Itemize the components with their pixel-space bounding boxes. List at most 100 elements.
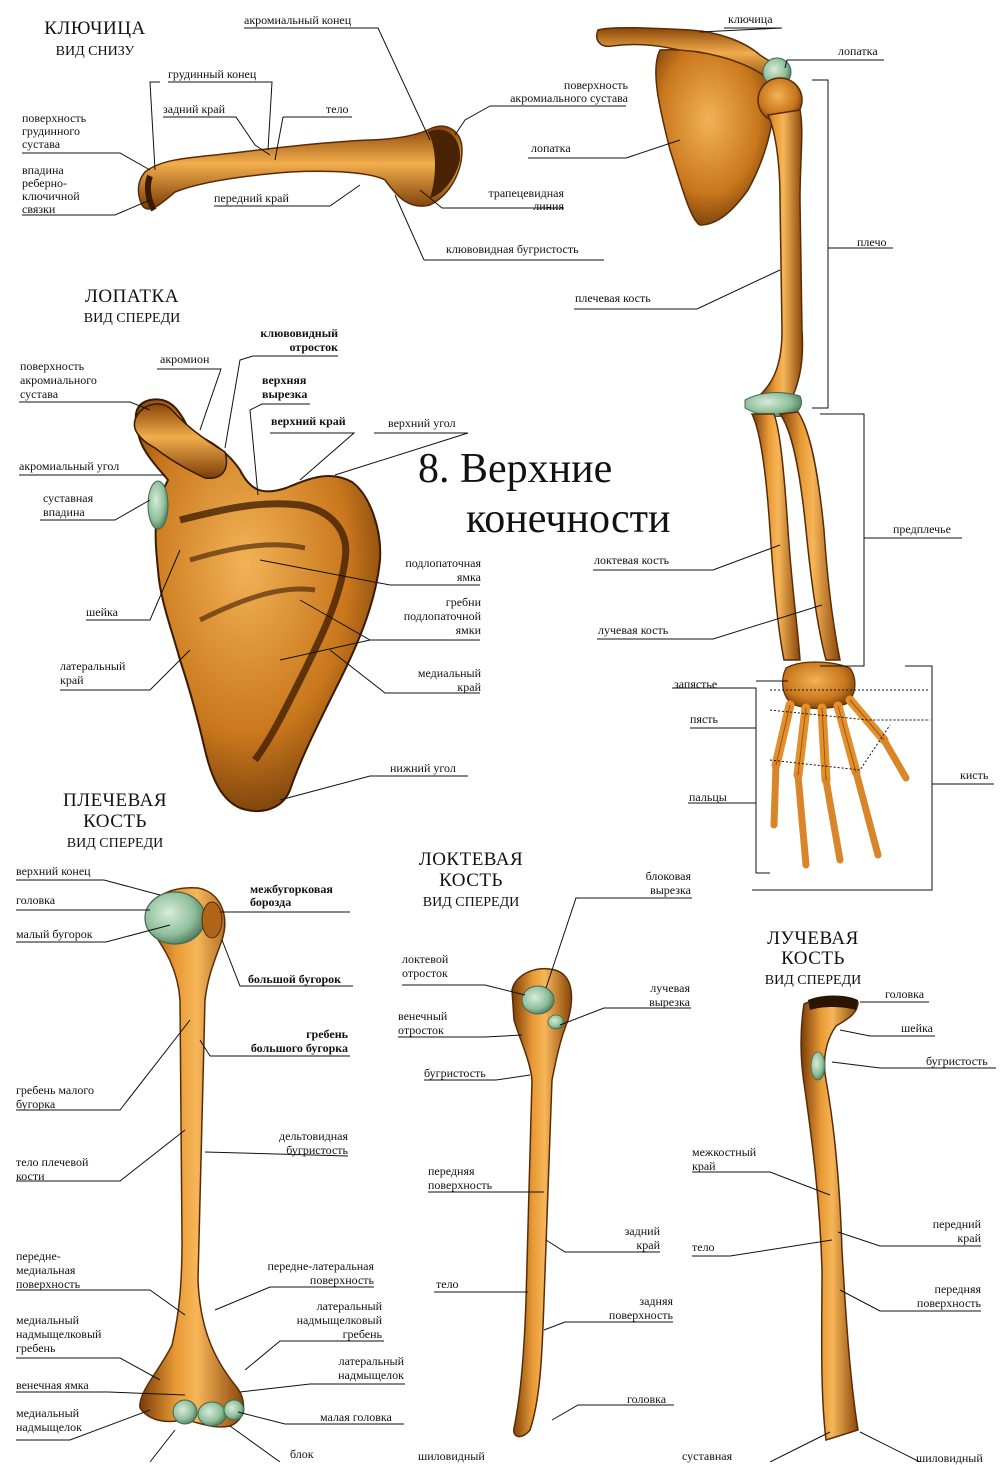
label-radius-body: тело — [692, 1240, 715, 1254]
label-arm-radius: лучевая кость — [598, 623, 669, 637]
label-radius-ant-surface-1: передняя — [934, 1282, 981, 1296]
label-ulna-tuberosity: бугристость — [424, 1066, 486, 1080]
label-ridges-3: ямки — [455, 623, 481, 637]
label-radius-neck: шейка — [901, 1021, 933, 1035]
label-lat-epi-crest-3: гребень — [342, 1327, 382, 1341]
label-anterolateral-2: поверхность — [309, 1273, 374, 1287]
label-radius-articular: суставная — [682, 1449, 733, 1463]
label-olecranon-2: отросток — [402, 966, 448, 980]
label-post-surface-2: поверхность — [608, 1308, 673, 1322]
radius-title-2: КОСТЬ — [781, 948, 845, 969]
label-interosseous-1: межкостный — [692, 1145, 757, 1159]
label-capitulum: малая головка — [320, 1410, 392, 1424]
label-hum-body-1: тело плечевой — [16, 1155, 89, 1169]
label-lat-epi-1: латеральный — [338, 1354, 404, 1368]
label-clavicle-body: тело — [326, 102, 349, 116]
label-acromial-surface-2: акромиального сустава — [510, 91, 628, 105]
radius-view: ВИД СПЕРЕДИ — [764, 973, 862, 988]
label-greater-crest-2: большого бугорка — [250, 1041, 348, 1055]
label-trochlea: блок — [290, 1447, 314, 1461]
label-radial-notch-1: лучевая — [650, 981, 690, 995]
radius-illustration — [800, 995, 859, 1441]
label-forearm: предплечье — [893, 522, 951, 536]
label-subscap-1: подлопаточная — [405, 556, 481, 570]
label-post-surface-1: задняя — [639, 1294, 673, 1308]
ulna-illustration — [511, 968, 573, 1438]
label-arm-scapula: лопатка — [838, 44, 878, 58]
label-interosseous-2: край — [692, 1159, 716, 1173]
label-arm-humerus: плечевая кость — [575, 291, 651, 305]
label-ulna-body: тело — [436, 1277, 459, 1291]
label-med-epi-crest-2: надмыщелковый — [16, 1327, 102, 1341]
label-sup-notch-2: вырезка — [262, 387, 308, 401]
label-anterolateral-1: передне-латеральная — [267, 1259, 375, 1273]
label-olecranon-1: локтевой — [402, 952, 449, 966]
label-arm-ulna: локтевая кость — [594, 553, 670, 567]
label-hand: кисть — [960, 768, 989, 782]
label-intertub-1: межбугорковая — [250, 882, 333, 896]
label-post-edge-1: задний — [624, 1224, 660, 1238]
label-shoulder: плечо — [857, 235, 887, 249]
arm-illustration — [596, 26, 910, 869]
label-acromion: акромион — [160, 352, 210, 366]
poster-title: 8. Верхние конечности — [418, 444, 670, 544]
label-anterior-edge: передний край — [214, 191, 289, 205]
label-subscap-2: ямка — [456, 570, 481, 584]
label-deltoid-2: бугристость — [286, 1143, 348, 1157]
ulna-title-2: КОСТЬ — [439, 870, 503, 891]
label-med-epi-2: надмыщелок — [16, 1420, 82, 1434]
label-lateral-edge-2: край — [60, 673, 84, 687]
label-costoclav-2: реберно- — [22, 176, 68, 190]
humerus-title-2: КОСТЬ — [83, 811, 147, 832]
label-costoclav-4: связки — [22, 202, 56, 216]
scapula-illustration — [133, 398, 382, 812]
label-lesser-crest-2: бугорка — [16, 1097, 56, 1111]
label-radius-ant-surface-2: поверхность — [916, 1296, 981, 1310]
label-med-epi-crest-1: медиальный — [16, 1313, 80, 1327]
label-post-edge-2: край — [636, 1238, 660, 1252]
label-fingers: пальцы — [689, 790, 727, 804]
humerus-illustration — [139, 887, 245, 1428]
label-coronoid-fossa: венечная ямка — [16, 1378, 89, 1392]
label-costoclav-1: впадина — [22, 163, 64, 177]
ulna-title-1: ЛОКТЕВАЯ — [418, 849, 524, 870]
label-lesser-tub: малый бугорок — [16, 927, 93, 941]
label-trapezoid-2: линия — [533, 199, 564, 213]
label-lat-epi-crest-1: латеральный — [316, 1299, 382, 1313]
label-greater-crest-1: гребень — [306, 1027, 348, 1041]
label-sternal-surface-1: поверхность — [22, 111, 87, 125]
label-sternal-end: грудинный конец — [168, 67, 257, 81]
label-medial-edge-2: край — [457, 680, 481, 694]
label-sup-edge: верхний край — [271, 414, 346, 428]
ulna-view: ВИД СПЕРЕДИ — [422, 895, 520, 910]
leader-lines — [16, 27, 996, 1462]
label-anteromedial-3: поверхность — [16, 1277, 81, 1291]
label-radius-styloid: шиловидный — [916, 1451, 983, 1465]
label-ridges-1: гребни — [445, 595, 481, 609]
label-ulna-ant-surface-1: передняя — [428, 1164, 475, 1178]
label-scap-acrom-surface-3: сустава — [20, 387, 59, 401]
humerus-title-1: ПЛЕЧЕВАЯ — [62, 790, 168, 811]
label-ulna-styloid: шиловидный — [418, 1449, 485, 1463]
label-lat-epi-crest-2: надмыщелковый — [296, 1313, 382, 1327]
label-acromial-end: акромиальный конец — [244, 13, 352, 27]
label-hum-head: головка — [16, 893, 56, 907]
label-sup-angle: верхний угол — [388, 416, 456, 430]
label-ant-edge-2: край — [957, 1231, 981, 1245]
label-acromial-surface-1: поверхность — [563, 78, 628, 92]
label-radial-notch-2: вырезка — [649, 995, 690, 1009]
label-ulna-ant-surface-2: поверхность — [428, 1178, 493, 1192]
label-inf-angle: нижний угол — [390, 761, 456, 775]
label-med-epi-1: медиальный — [16, 1406, 80, 1420]
label-anteromedial-1: передне- — [16, 1249, 61, 1263]
label-ridges-2: подлопаточной — [403, 609, 481, 623]
label-neck: шейка — [86, 605, 118, 619]
label-upper-end: верхний конец — [16, 864, 91, 878]
label-metacarpus: пясть — [690, 712, 718, 726]
label-carpus: запястье — [674, 677, 718, 691]
label-medial-edge-1: медиальный — [417, 666, 481, 680]
label-scap-acrom-surface-1: поверхность — [20, 359, 85, 373]
label-intertub-2: борозда — [250, 895, 292, 909]
poster-title-line2: конечности — [466, 496, 671, 542]
